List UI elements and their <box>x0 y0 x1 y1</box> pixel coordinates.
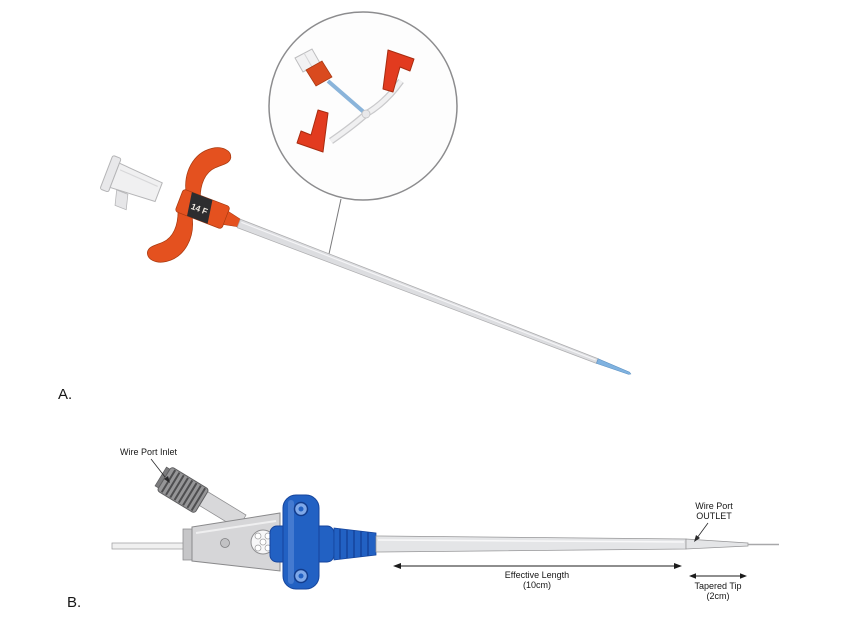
sheath-tip <box>596 358 632 375</box>
sheath-hub-nub <box>114 189 129 211</box>
panel-b: Effective Length (10cm) Tapered Tip (2cm… <box>67 447 779 611</box>
magnifier-inset-contents <box>294 48 415 153</box>
hub-highlight <box>288 500 294 584</box>
tapered-tip-shape <box>685 538 749 550</box>
inset-red-fitting <box>305 60 333 87</box>
inset-clamp-upper <box>382 49 415 93</box>
panel-b-label: B. <box>67 594 81 611</box>
sheath-wing-upper <box>185 147 232 199</box>
dim-effective-length-arrow <box>393 563 682 569</box>
inlet-leader-arrow <box>150 458 170 483</box>
connector-body <box>191 512 281 572</box>
outlet-label-line1: Wire Port <box>695 501 733 511</box>
sheath-device: 14 F <box>100 147 632 375</box>
magnifier-inset-circle <box>268 11 458 201</box>
inset-cap-ridge <box>303 52 313 68</box>
strain-relief-ribs <box>339 529 369 559</box>
panel-a: 14 F <box>58 11 632 403</box>
panel-a-label: A. <box>58 386 72 403</box>
guidewire-left <box>111 542 193 550</box>
sheath-hub-highlight <box>119 169 158 187</box>
tapered-tip-label: Tapered Tip <box>694 581 741 591</box>
size-band <box>187 192 213 224</box>
connector-detail-dot <box>220 538 230 548</box>
strain-relief <box>333 527 377 561</box>
dim-tapered-tip-arrow <box>689 573 747 579</box>
connector-body-highlight <box>195 520 277 534</box>
tapered-tip-value: (2cm) <box>707 591 730 601</box>
effective-length-label: Effective Length <box>505 570 569 580</box>
hub-hole-bottom-center <box>298 573 304 579</box>
outlet-leader-arrow <box>694 522 709 542</box>
dilator-shaft <box>375 535 687 553</box>
inset-junction <box>361 109 371 119</box>
effective-length-value: (10cm) <box>523 580 551 590</box>
inset-blue-tube <box>326 79 368 116</box>
inlet-cap <box>154 466 209 513</box>
outlet-label-line2: OUTLET <box>696 511 732 521</box>
sheath-hub-barrel <box>109 162 163 203</box>
sheath-wing-lower <box>147 211 193 263</box>
dilator-shaft-highlight <box>377 539 685 543</box>
inset-clamp-lower <box>296 109 329 153</box>
sheath-shaft-highlight <box>241 221 596 361</box>
hub-hole-top-center <box>298 506 304 512</box>
inlet-label: Wire Port Inlet <box>120 447 178 457</box>
inset-leader-line <box>328 198 342 255</box>
